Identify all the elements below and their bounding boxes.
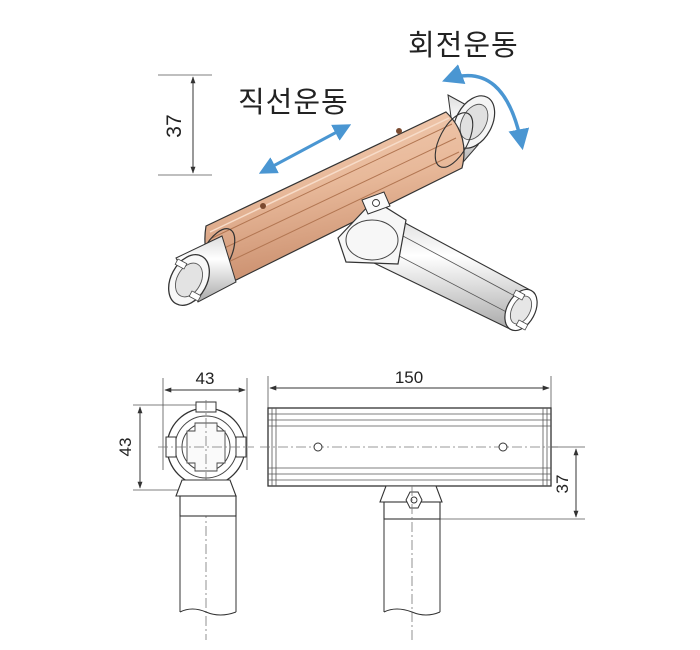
side-height-value: 37	[553, 475, 572, 494]
iso-height-dimension: 37	[158, 74, 212, 176]
t-clamp	[337, 191, 407, 265]
end-width-value: 43	[196, 369, 215, 388]
end-view: 43 43	[116, 369, 254, 640]
end-height-value: 43	[116, 438, 135, 457]
branch-tube	[371, 215, 538, 332]
rotary-motion-arrow	[442, 64, 530, 151]
rotary-motion-label: 회전운동	[408, 29, 519, 62]
side-view: 150 37	[260, 368, 585, 640]
length-value: 150	[395, 368, 423, 387]
iso-height-value: 37	[163, 114, 186, 137]
linear-motion-arrow	[258, 124, 352, 174]
isometric-assembly: 37	[158, 29, 538, 332]
linear-motion-label: 직선운동	[238, 87, 349, 119]
rod-left-end	[168, 235, 237, 306]
